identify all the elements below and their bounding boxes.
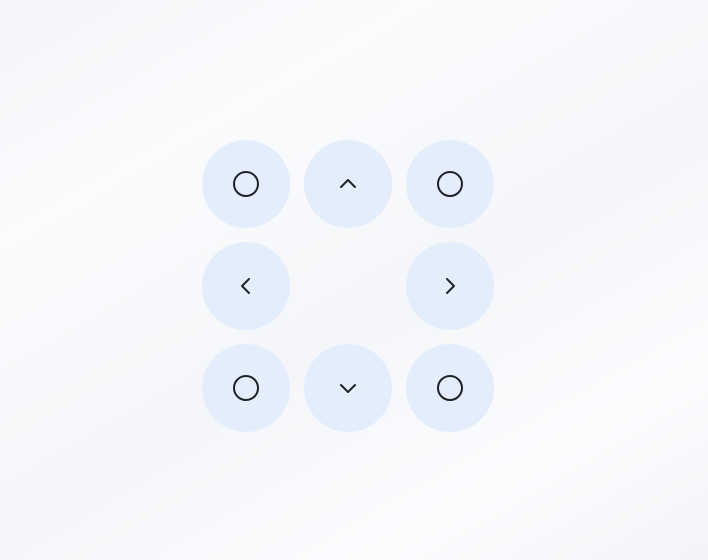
up-button[interactable] — [304, 140, 392, 228]
circle-icon — [232, 374, 260, 402]
bottom-left-circle-button[interactable] — [202, 344, 290, 432]
bottom-right-circle-button[interactable] — [406, 344, 494, 432]
chevron-left-icon — [236, 276, 256, 296]
down-button[interactable] — [304, 344, 392, 432]
chevron-right-icon — [440, 276, 460, 296]
right-button[interactable] — [406, 242, 494, 330]
top-left-circle-button[interactable] — [202, 140, 290, 228]
circle-icon — [436, 374, 464, 402]
top-right-circle-button[interactable] — [406, 140, 494, 228]
circle-icon — [232, 170, 260, 198]
left-button[interactable] — [202, 242, 290, 330]
chevron-up-icon — [338, 174, 358, 194]
directional-pad — [202, 140, 494, 432]
chevron-down-icon — [338, 378, 358, 398]
circle-icon — [436, 170, 464, 198]
center-empty-slot — [304, 242, 392, 330]
